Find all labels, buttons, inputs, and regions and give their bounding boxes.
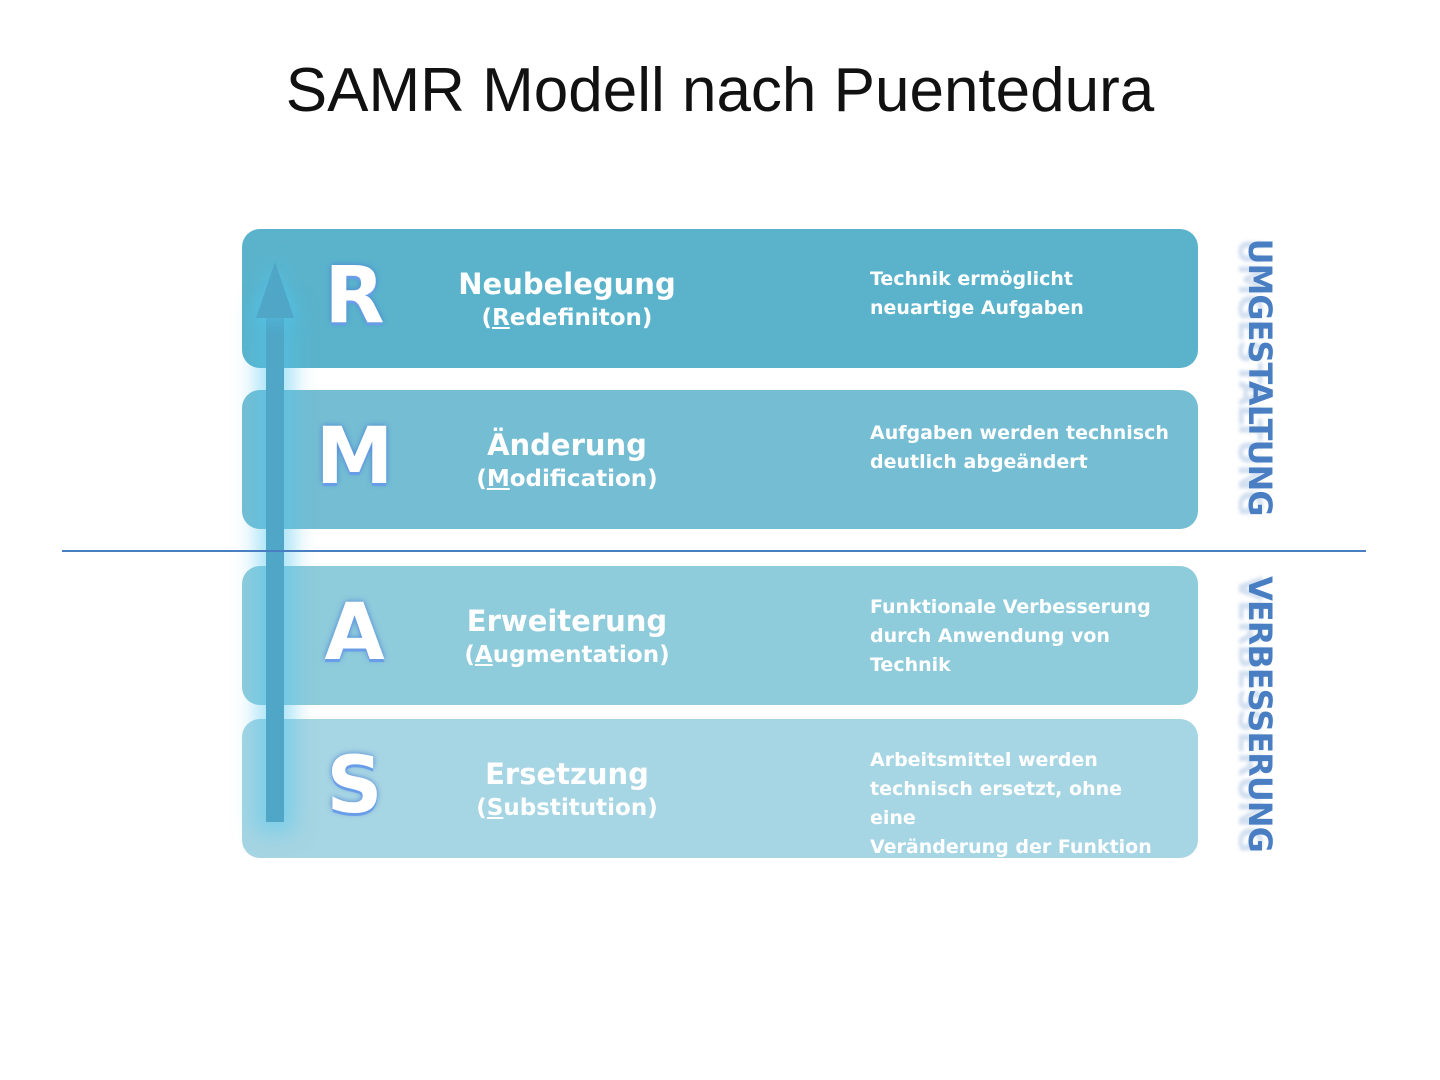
label-umgestaltung: UMGESTALTUNG xyxy=(1241,238,1279,516)
level-name: Neubelegung(Redefiniton) xyxy=(458,267,676,331)
row-substitution: S Ersetzung(Substitution) Arbeitsmittel … xyxy=(242,719,1198,858)
letter-s: S xyxy=(326,741,383,831)
arrow-up-icon xyxy=(256,262,294,318)
row-augmentation: A Erweiterung(Augmentation) Funktionale … xyxy=(242,566,1198,705)
label-verbesserung: VERBESSERUNG xyxy=(1241,576,1279,852)
letter-a: A xyxy=(324,588,385,678)
level-name: Erweiterung(Augmentation) xyxy=(464,604,670,668)
arrow-up-shaft xyxy=(266,316,284,822)
slide-title: SAMR Modell nach Puentedura xyxy=(285,56,1155,125)
letter-r: R xyxy=(324,251,385,341)
level-name: Änderung(Modification) xyxy=(476,428,658,492)
letter-m: M xyxy=(315,412,394,502)
row-modification: M Änderung(Modification) Aufgaben werden… xyxy=(242,390,1198,529)
row-redefinition: R Neubelegung(Redefiniton) Technik ermög… xyxy=(242,229,1198,368)
divider-line xyxy=(62,550,1366,552)
level-name: Ersetzung(Substitution) xyxy=(476,757,658,821)
